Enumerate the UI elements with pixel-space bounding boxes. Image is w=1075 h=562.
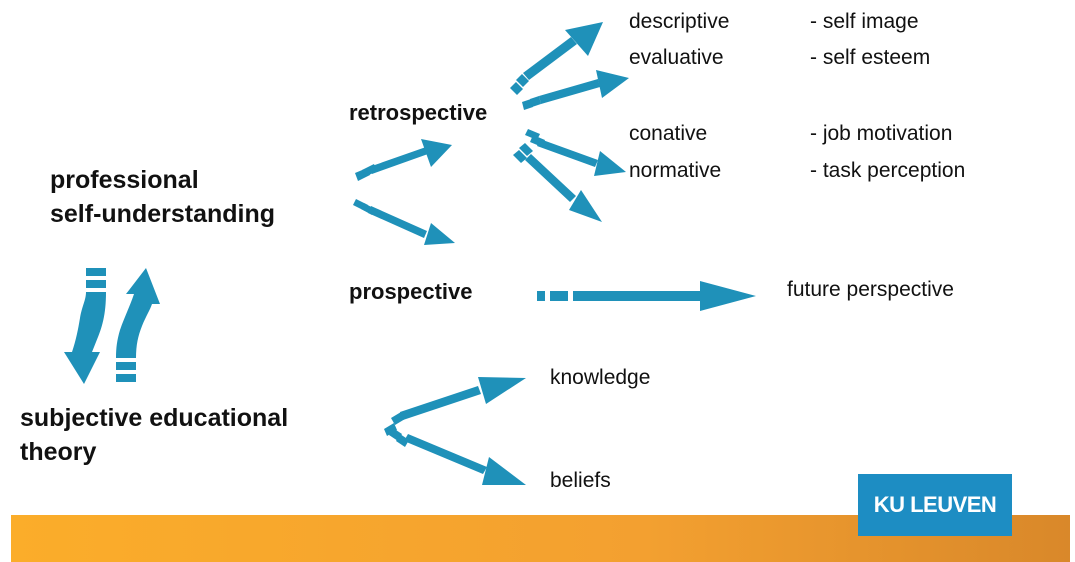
evaluative-label: evaluative — [629, 46, 724, 69]
theory-label-line2: theory — [20, 438, 97, 466]
ku-leuven-logo: KU LEUVEN — [858, 474, 1012, 536]
theory-label-line1: subjective educational — [20, 404, 289, 432]
normative-label: normative — [629, 159, 722, 182]
self-image-label: - self image — [810, 10, 919, 33]
task-perception-label: - task perception — [810, 159, 966, 182]
arrow-to-beliefs — [389, 428, 526, 485]
arrow-to-conative — [525, 129, 626, 176]
beliefs-label: beliefs — [550, 469, 611, 492]
job-motivation-label: - job motivation — [810, 122, 953, 145]
arrow-to-prospective — [353, 199, 455, 245]
arrow-to-descriptive — [510, 22, 603, 95]
self-esteem-label: - self esteem — [810, 46, 931, 69]
future-perspective-label: future perspective — [787, 278, 954, 301]
curved-arrow-down — [64, 268, 106, 384]
arrow-to-knowledge — [384, 377, 526, 436]
arrow-to-retrospective — [355, 139, 452, 181]
logo-text: KU LEUVEN — [873, 492, 997, 517]
professional-label-line2: self-understanding — [50, 200, 276, 228]
prospective-label: prospective — [349, 279, 473, 304]
arrow-to-normative — [513, 143, 602, 222]
descriptive-label: descriptive — [629, 10, 730, 33]
conative-label: conative — [629, 122, 708, 145]
arrow-to-evaluative — [522, 70, 629, 110]
retrospective-label: retrospective — [349, 100, 488, 125]
arrow-to-future-perspective — [537, 281, 756, 311]
knowledge-label: knowledge — [550, 366, 651, 389]
curved-arrow-up — [116, 268, 160, 382]
professional-label-line1: professional — [50, 166, 199, 194]
